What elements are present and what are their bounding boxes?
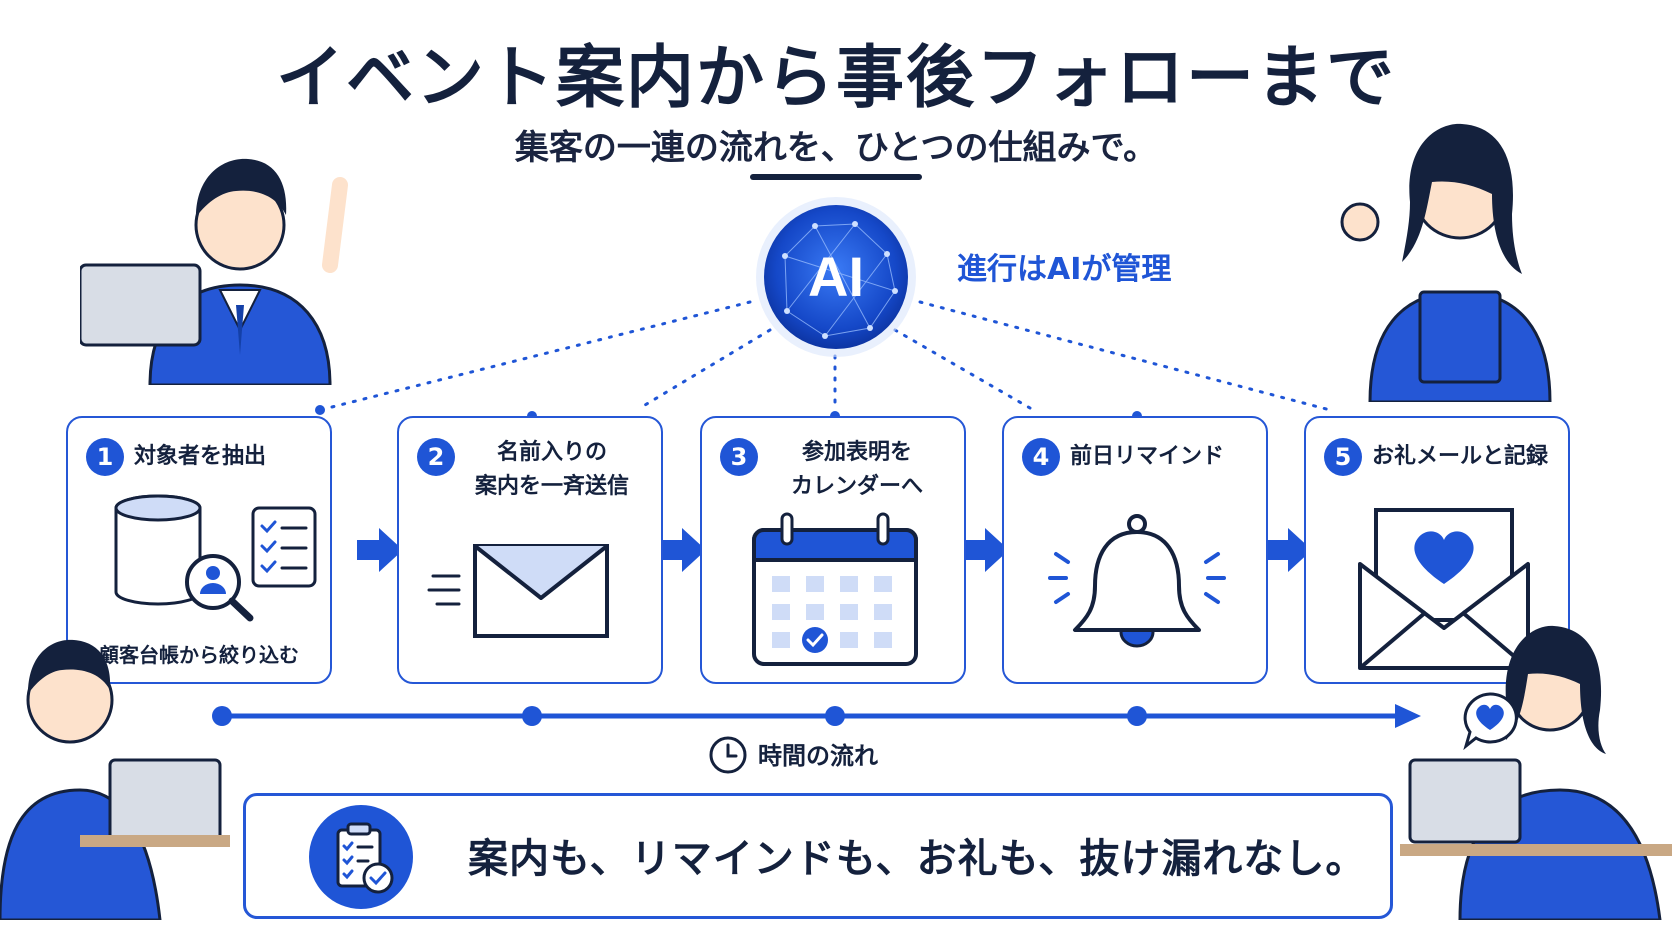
calendar-check-icon bbox=[752, 512, 918, 666]
step-card-2: 2 名前入りの 案内を一斉送信 bbox=[397, 416, 663, 684]
title-divider bbox=[750, 174, 922, 180]
timeline-label: 時間の流れ bbox=[758, 742, 878, 770]
man-at-laptop-illustration bbox=[0, 639, 230, 920]
step-note-1: 顧客台帳から絞り込む bbox=[99, 643, 299, 667]
businessman-pointing-illustration bbox=[80, 158, 348, 385]
step-card-1: 1 対象者を抽出 顧客台帳から絞り込む bbox=[66, 416, 332, 684]
ai-tagline: 進行はAIが管理 bbox=[957, 252, 1172, 287]
page-subtitle: 集客の一連の流れを、ひとつの仕組みで。 bbox=[514, 128, 1158, 168]
clipboard-check-icon bbox=[309, 805, 413, 909]
step-title-2: 名前入りの 案内を一斉送信 bbox=[474, 440, 629, 499]
businesswoman-cheering-illustration bbox=[1340, 123, 1552, 402]
ai-badge: AI bbox=[755, 196, 917, 358]
step-title-3: 参加表明を カレンダーへ bbox=[790, 440, 923, 499]
step-number-1: 1 bbox=[86, 438, 124, 476]
step-number-4: 4 bbox=[1022, 438, 1060, 476]
step-card-3: 3 参加表明を カレンダーへ bbox=[700, 416, 966, 684]
step-number-2: 2 bbox=[417, 438, 455, 476]
clock-icon bbox=[709, 736, 747, 774]
step-number-3: 3 bbox=[720, 438, 758, 476]
step-card-4: 4 前日リマインド bbox=[1002, 416, 1268, 684]
woman-at-laptop-illustration bbox=[1400, 625, 1672, 920]
database-search-icon bbox=[114, 494, 317, 622]
page-title: イベント案内から事後フォローまで bbox=[275, 39, 1396, 118]
summary-banner: 案内も、リマインドも、お礼も、抜け漏れなし。 bbox=[243, 793, 1393, 919]
envelope-icon bbox=[427, 544, 609, 638]
step-title-1: 対象者を抽出 bbox=[134, 444, 267, 469]
step-card-5: 5 お礼メールと記録 bbox=[1304, 416, 1570, 684]
ai-network-globe-icon: AI bbox=[756, 197, 916, 357]
summary-banner-text: 案内も、リマインドも、お礼も、抜け漏れなし。 bbox=[468, 836, 1367, 882]
step-title-5: お礼メールと記録 bbox=[1372, 444, 1549, 469]
step-title-4: 前日リマインド bbox=[1070, 444, 1225, 469]
step-number-5: 5 bbox=[1324, 438, 1362, 476]
heart-speech-bubble-icon bbox=[1463, 692, 1518, 750]
ai-badge-label: AI bbox=[808, 245, 864, 308]
bell-icon bbox=[1048, 514, 1226, 648]
